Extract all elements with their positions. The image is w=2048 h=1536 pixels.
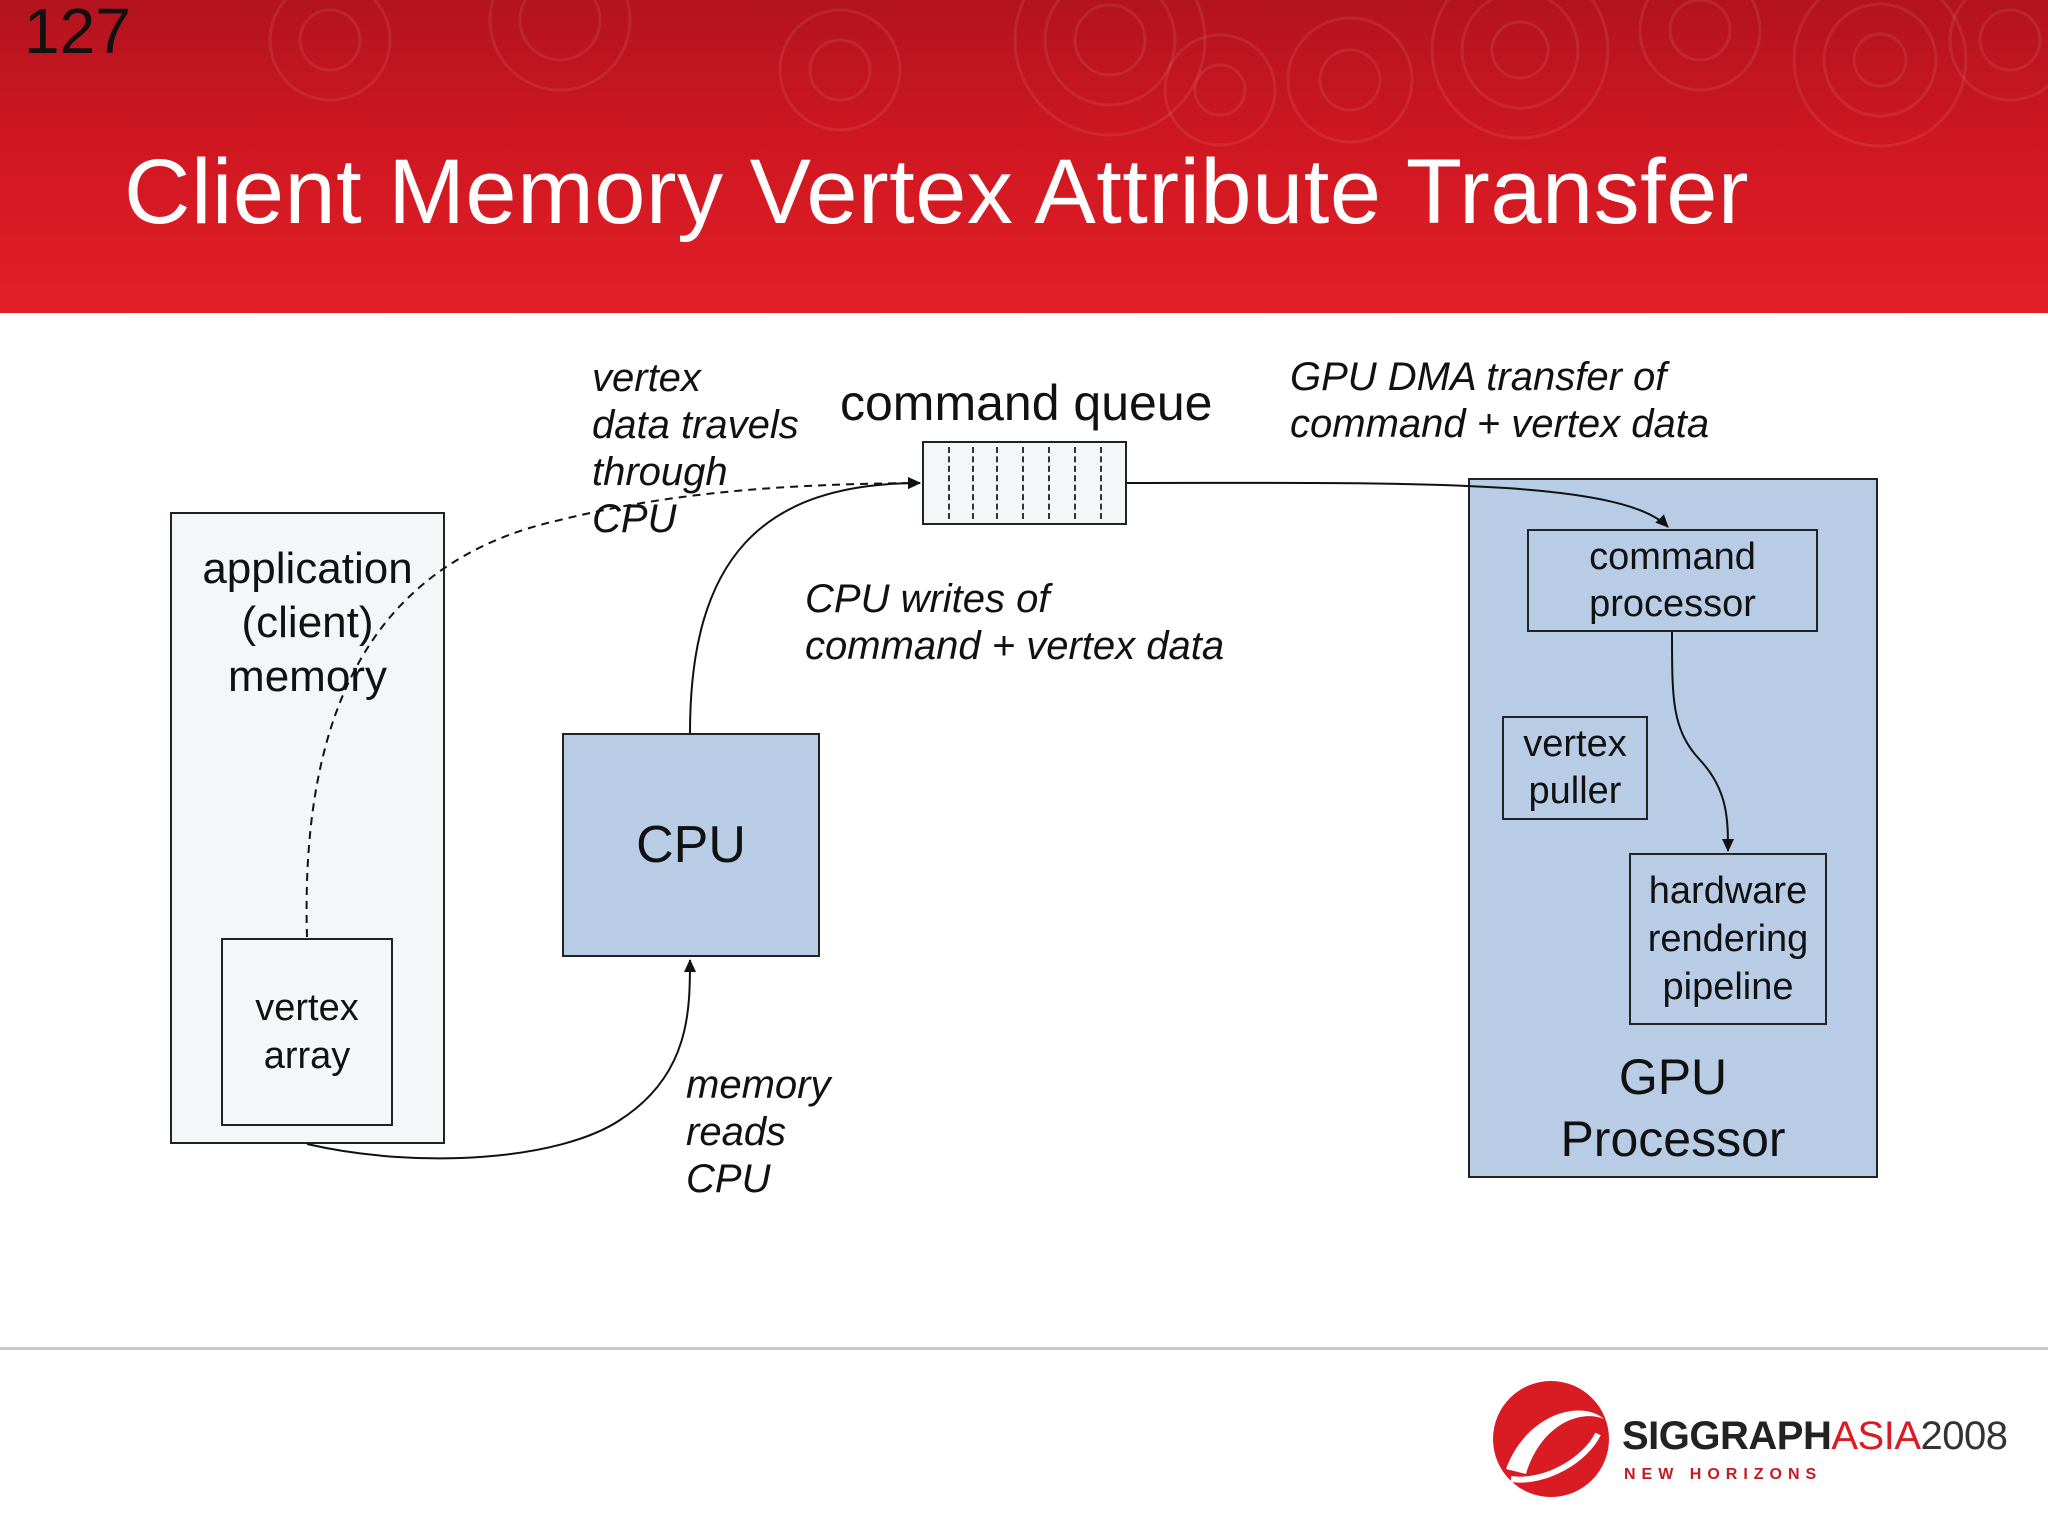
- footer-divider: [0, 1347, 2048, 1350]
- command-queue-label: command queue: [840, 375, 1213, 431]
- banner-decoration: [268, 0, 2048, 148]
- slide-number: 127: [24, 0, 131, 67]
- vertex-puller-box: vertex puller: [1502, 716, 1648, 820]
- queue-slot: [1100, 447, 1102, 519]
- vertex-puller-label: vertex puller: [1523, 723, 1627, 812]
- queue-slot: [1022, 447, 1024, 519]
- annotation-gpu-dma: GPU DMA transfer of command + vertex dat…: [1290, 355, 1710, 446]
- cpu-label: CPU: [636, 816, 746, 874]
- queue-slot: [948, 447, 950, 519]
- command-processor-label: command processor: [1589, 535, 1756, 625]
- title-banner: Client Memory Vertex Attribute Transfer: [0, 0, 2048, 313]
- queue-slot: [972, 447, 974, 519]
- vertex-array-label: vertex array: [255, 987, 359, 1077]
- brand-name: SIGGRAPH: [1622, 1414, 1832, 1458]
- command-processor-box: command processor: [1527, 529, 1818, 632]
- hardware-pipeline-box: hardware rendering pipeline: [1629, 853, 1827, 1025]
- command-queue-buffer: [922, 441, 1127, 525]
- vertex-array-box: vertex array: [221, 938, 393, 1126]
- annotation-memory-reads: memory reads CPU: [686, 1063, 831, 1201]
- annotation-through-cpu: vertex data travels through CPU: [592, 356, 799, 541]
- brand-region: ASIA: [1831, 1414, 1921, 1458]
- queue-slot: [996, 447, 998, 519]
- brand-year: 2008: [1920, 1414, 2008, 1458]
- annotation-cpu-writes: CPU writes of command + vertex data: [805, 577, 1225, 668]
- siggraph-logo-icon: [1493, 1381, 1609, 1497]
- queue-slot: [1074, 447, 1076, 519]
- queue-slot: [1048, 447, 1050, 519]
- footer-brand: SIGGRAPHASIA2008: [1622, 1414, 2008, 1459]
- slide-title: Client Memory Vertex Attribute Transfer: [124, 141, 1750, 243]
- application-memory-label: application (client) memory: [202, 544, 413, 701]
- hardware-pipeline-label: hardware rendering pipeline: [1647, 870, 1809, 1008]
- cpu-box: CPU: [562, 733, 820, 957]
- footer-tagline: NEW HORIZONS: [1624, 1466, 1823, 1483]
- gpu-processor-label: GPU Processor: [1560, 1049, 1786, 1167]
